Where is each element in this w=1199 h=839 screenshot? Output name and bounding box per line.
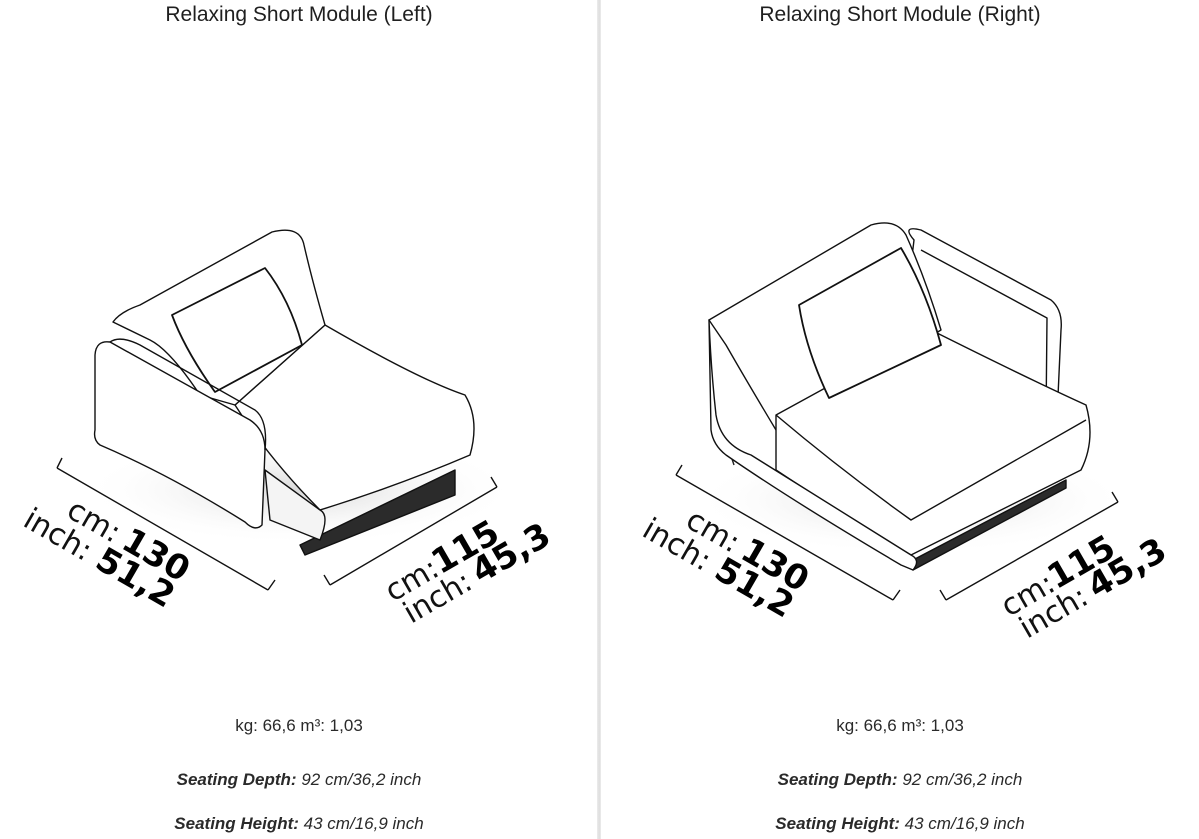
weight-volume: kg: 66,6 m³: 1,03 bbox=[836, 716, 964, 735]
sofa-illustration bbox=[80, 229, 520, 556]
module-panel-left: Relaxing Short Module (Left) bbox=[0, 0, 598, 839]
seating-height: Seating Height: 43 cm/16,9 inch bbox=[601, 814, 1199, 834]
seating-height-value: 43 cm/16,9 inch bbox=[298, 814, 424, 833]
sofa-illustration bbox=[691, 222, 1131, 571]
seating-depth-label: Seating Depth: bbox=[176, 770, 297, 789]
seating-height: Seating Height: 43 cm/16,9 inch bbox=[0, 814, 598, 834]
module-title: Relaxing Short Module (Left) bbox=[165, 3, 433, 26]
sofa-drawing: cm: 130 inch: 51,2 cm: 115 inch: 45,3 bbox=[636, 222, 1173, 646]
seating-depth-label: Seating Depth: bbox=[777, 770, 898, 789]
module-title: Relaxing Short Module (Right) bbox=[759, 3, 1041, 26]
seating-height-label: Seating Height: bbox=[775, 814, 900, 833]
panel-divider bbox=[597, 0, 602, 839]
dimension-lines bbox=[675, 464, 1119, 601]
seating-depth: Seating Depth: 92 cm/36,2 inch bbox=[0, 770, 598, 790]
weight-volume: kg: 66,6 m³: 1,03 bbox=[235, 716, 363, 735]
module-panel-right: Relaxing Short Module (Right) bbox=[601, 0, 1199, 839]
dimension-lines bbox=[56, 457, 498, 591]
seating-depth: Seating Depth: 92 cm/36,2 inch bbox=[601, 770, 1199, 790]
seating-height-label: Seating Height: bbox=[174, 814, 299, 833]
seating-height-value: 43 cm/16,9 inch bbox=[899, 814, 1025, 833]
seating-depth-value: 92 cm/36,2 inch bbox=[897, 770, 1023, 789]
sofa-drawing: cm: 130 inch: 51,2 cm: 115 inch: 45,3 bbox=[17, 229, 557, 631]
seating-depth-value: 92 cm/36,2 inch bbox=[296, 770, 422, 789]
